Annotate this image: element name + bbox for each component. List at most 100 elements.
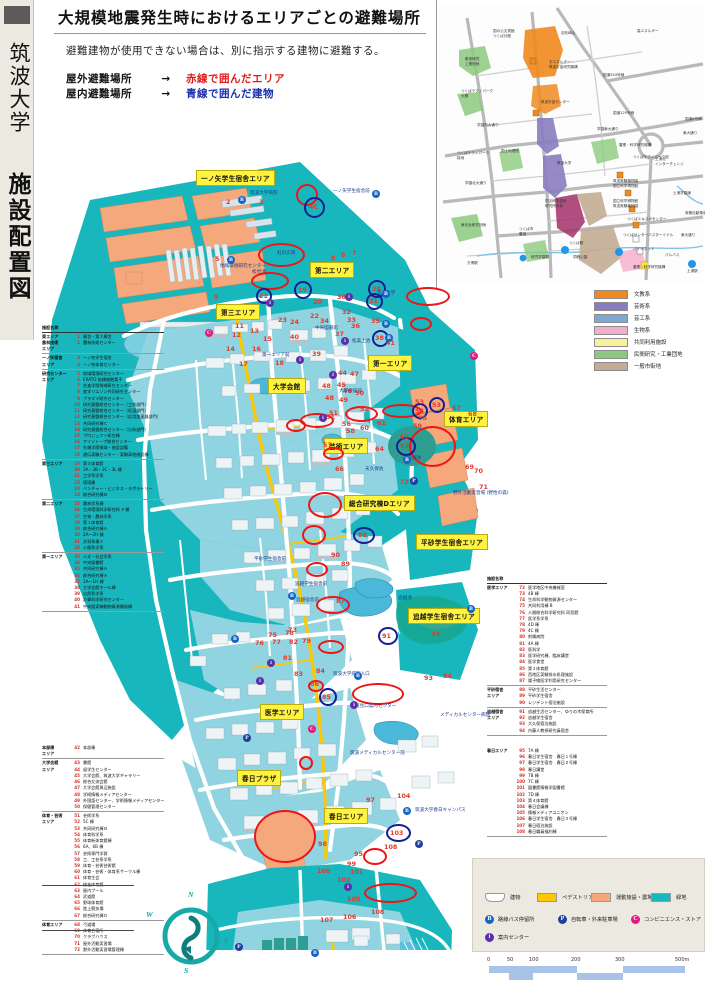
- facility-name: 7B 棟: [528, 772, 539, 778]
- facility-list-header: 施設名称: [487, 576, 607, 584]
- facility-name: 武道館: [83, 894, 96, 900]
- building-number: 22: [310, 312, 319, 320]
- building-number: 51: [329, 409, 338, 417]
- indoor-value: 青線で囲んだ建物: [186, 88, 274, 100]
- facility-name: 先端学際領域・施設設備: [83, 445, 129, 451]
- facility-name: レジデント宿泊施設: [528, 699, 565, 705]
- map-legend: 建物 ペデストリアン 運動施設・農場 緑地 B 路線バス停留所 P 自転車・外来…: [472, 858, 705, 952]
- building-number: 78: [285, 629, 294, 637]
- building-number: 57: [323, 441, 332, 449]
- scale-segment: [509, 973, 533, 980]
- svg-text:パイオネット: パイオネット: [633, 246, 655, 251]
- facility-name: 野外活動実習場管理棟: [83, 946, 124, 952]
- building-number: 52: [360, 405, 369, 413]
- facility-number: 11: [74, 408, 80, 414]
- svg-text:大穂: 大穂: [461, 93, 469, 98]
- parking-icon: P: [410, 477, 418, 485]
- arrow-glyph: →: [161, 73, 171, 85]
- convenience-store-icon: C: [205, 329, 213, 337]
- svg-text:常磐自動車道: 常磐自動車道: [685, 210, 705, 215]
- facility-name: 総合研究棟Ａ: [83, 526, 108, 532]
- svg-text:筑波大学: 筑波大学: [557, 160, 572, 165]
- facility-number: 58: [74, 856, 80, 862]
- facility-name: 春日会議棟: [528, 803, 549, 809]
- bus-stop-icon: B: [227, 256, 235, 264]
- facility-name: 図書館情報学図書館: [528, 785, 565, 791]
- building-number: 37: [335, 330, 344, 338]
- svg-text:工業団地: 工業団地: [465, 61, 480, 66]
- facility-number: 85: [519, 665, 525, 671]
- facility-number: 46: [74, 779, 80, 785]
- facility-name: 一ノ矢学生宿舎: [83, 355, 112, 361]
- facility-number: 90: [519, 699, 525, 705]
- facility-number: 68: [74, 921, 80, 927]
- facility-number: 72: [74, 946, 80, 952]
- legend-label: 芸工系: [634, 316, 651, 323]
- facility-name: 学術情報メディアセンター: [83, 791, 132, 797]
- facility-name: 自然系学系: [83, 591, 104, 597]
- facility-name: 保健管理センター: [83, 803, 116, 809]
- bus-stop-icon: B: [382, 290, 390, 298]
- facility-number: 10: [74, 401, 80, 407]
- building-number: 83: [294, 670, 303, 678]
- list-rule: [42, 885, 134, 886]
- scale-segment: [577, 973, 623, 980]
- facility-category: 春日エリア: [487, 748, 508, 753]
- facility-name: 農林技術センター: [83, 339, 116, 345]
- compass-rose: N S E W: [146, 890, 234, 978]
- svg-text:つくば市: つくば市: [519, 226, 534, 231]
- facility-number: 16: [74, 439, 80, 445]
- indoor-evac-building: [353, 527, 375, 544]
- facility-number: 82: [519, 646, 525, 652]
- building-number: 36: [351, 322, 360, 330]
- building-number: 40: [290, 333, 299, 341]
- svg-text:東大通り: 東大通り: [683, 130, 697, 135]
- building-number: 81: [283, 654, 292, 662]
- legend-row: 共同利用施設: [594, 337, 706, 348]
- map-place-label: 天久保池: [403, 456, 422, 461]
- facility-number: 86: [519, 671, 525, 677]
- facility-number: 30: [74, 532, 80, 538]
- indoor-evac-building: [429, 397, 445, 413]
- svg-text:つくば分館: つくば分館: [493, 33, 511, 38]
- facility-category: エリア: [42, 819, 55, 825]
- building-number: 32: [342, 308, 351, 316]
- outdoor-evac-zone: [308, 680, 324, 692]
- svg-text:万博駅: 万博駅: [467, 260, 478, 265]
- facility-name: 平砂生活センター: [528, 687, 561, 693]
- svg-text:東大通り: 東大通り: [681, 232, 695, 237]
- facility-name: 1A～1H 棟: [83, 578, 104, 584]
- legend-row: 民間研究・工業団地: [594, 349, 706, 360]
- facility-name: 附属病院: [528, 634, 545, 640]
- facility-name: 4B 棟: [528, 590, 539, 596]
- building-number: 39: [312, 350, 321, 358]
- facility-number: 49: [74, 797, 80, 803]
- header-note: 避難建物が使用できない場合は、別に指示する建物に避難する。: [66, 45, 385, 57]
- scale-segment: [533, 966, 577, 973]
- facility-category: 農林技術: [42, 339, 59, 345]
- facility-number: 56: [74, 844, 80, 850]
- building-number: 79: [302, 637, 311, 645]
- building-number: 15: [263, 335, 272, 343]
- outdoor-evac-zone: [316, 596, 350, 614]
